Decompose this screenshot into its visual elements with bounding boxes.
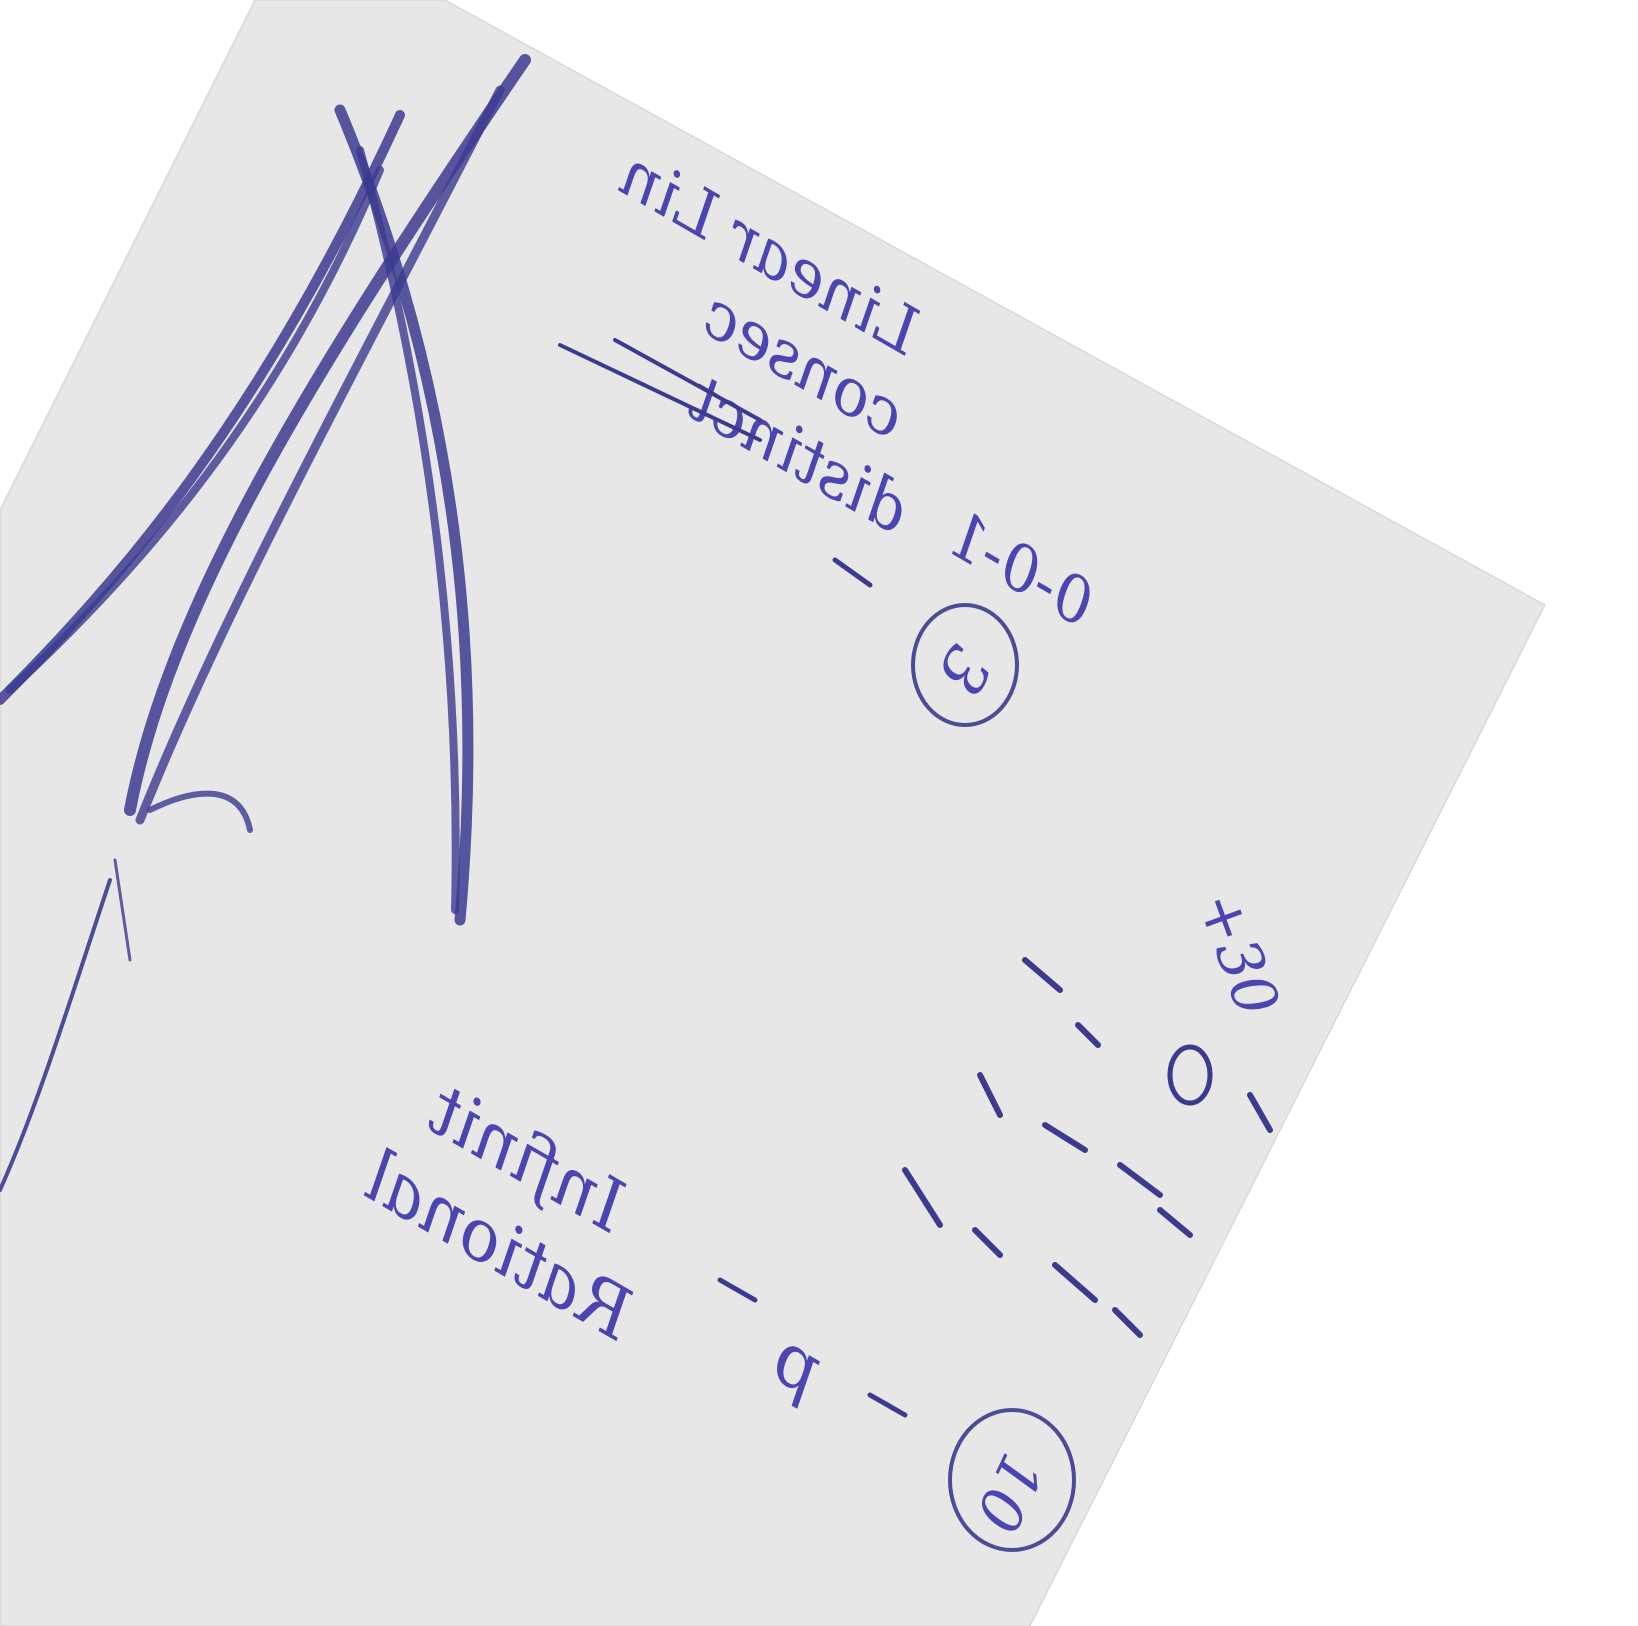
- sketch-stroke-4: [135, 85, 505, 825]
- tally-3: [1247, 1092, 1273, 1133]
- tally-1: [1022, 957, 1063, 993]
- sketch-stroke-9: [113, 858, 132, 962]
- tally-8: [902, 1167, 943, 1228]
- tally-zero: [1167, 1044, 1213, 1106]
- sketch-stroke-2: [6, 166, 384, 694]
- tally-11: [1112, 1307, 1143, 1338]
- pen-sketch: [0, 54, 531, 1192]
- top-note-underline-2: [613, 338, 762, 422]
- sketch-stroke-6: [356, 146, 460, 914]
- dash-mark-2: [717, 1277, 758, 1303]
- score-circle-top: [911, 603, 1019, 727]
- tally-10: [1052, 1262, 1098, 1303]
- tally-6: [1117, 1162, 1163, 1198]
- paper-sheet: [0, 0, 1546, 1626]
- sketch-stroke-8: [0, 878, 112, 1192]
- dash-mark-1: [832, 557, 873, 588]
- tally-7: [1157, 1207, 1193, 1238]
- sketch-stroke-7: [147, 790, 253, 833]
- tally-2: [1075, 1022, 1101, 1048]
- sketch-stroke-5: [334, 104, 474, 926]
- tally-9: [972, 1227, 1003, 1258]
- dash-mark-3: [867, 1392, 908, 1418]
- tally-5: [1042, 1122, 1088, 1153]
- score-circle-bottom: [948, 1408, 1076, 1552]
- top-note-underline-1: [558, 343, 762, 442]
- sketch-stroke-3: [124, 54, 531, 816]
- tally-4: [977, 1072, 1003, 1118]
